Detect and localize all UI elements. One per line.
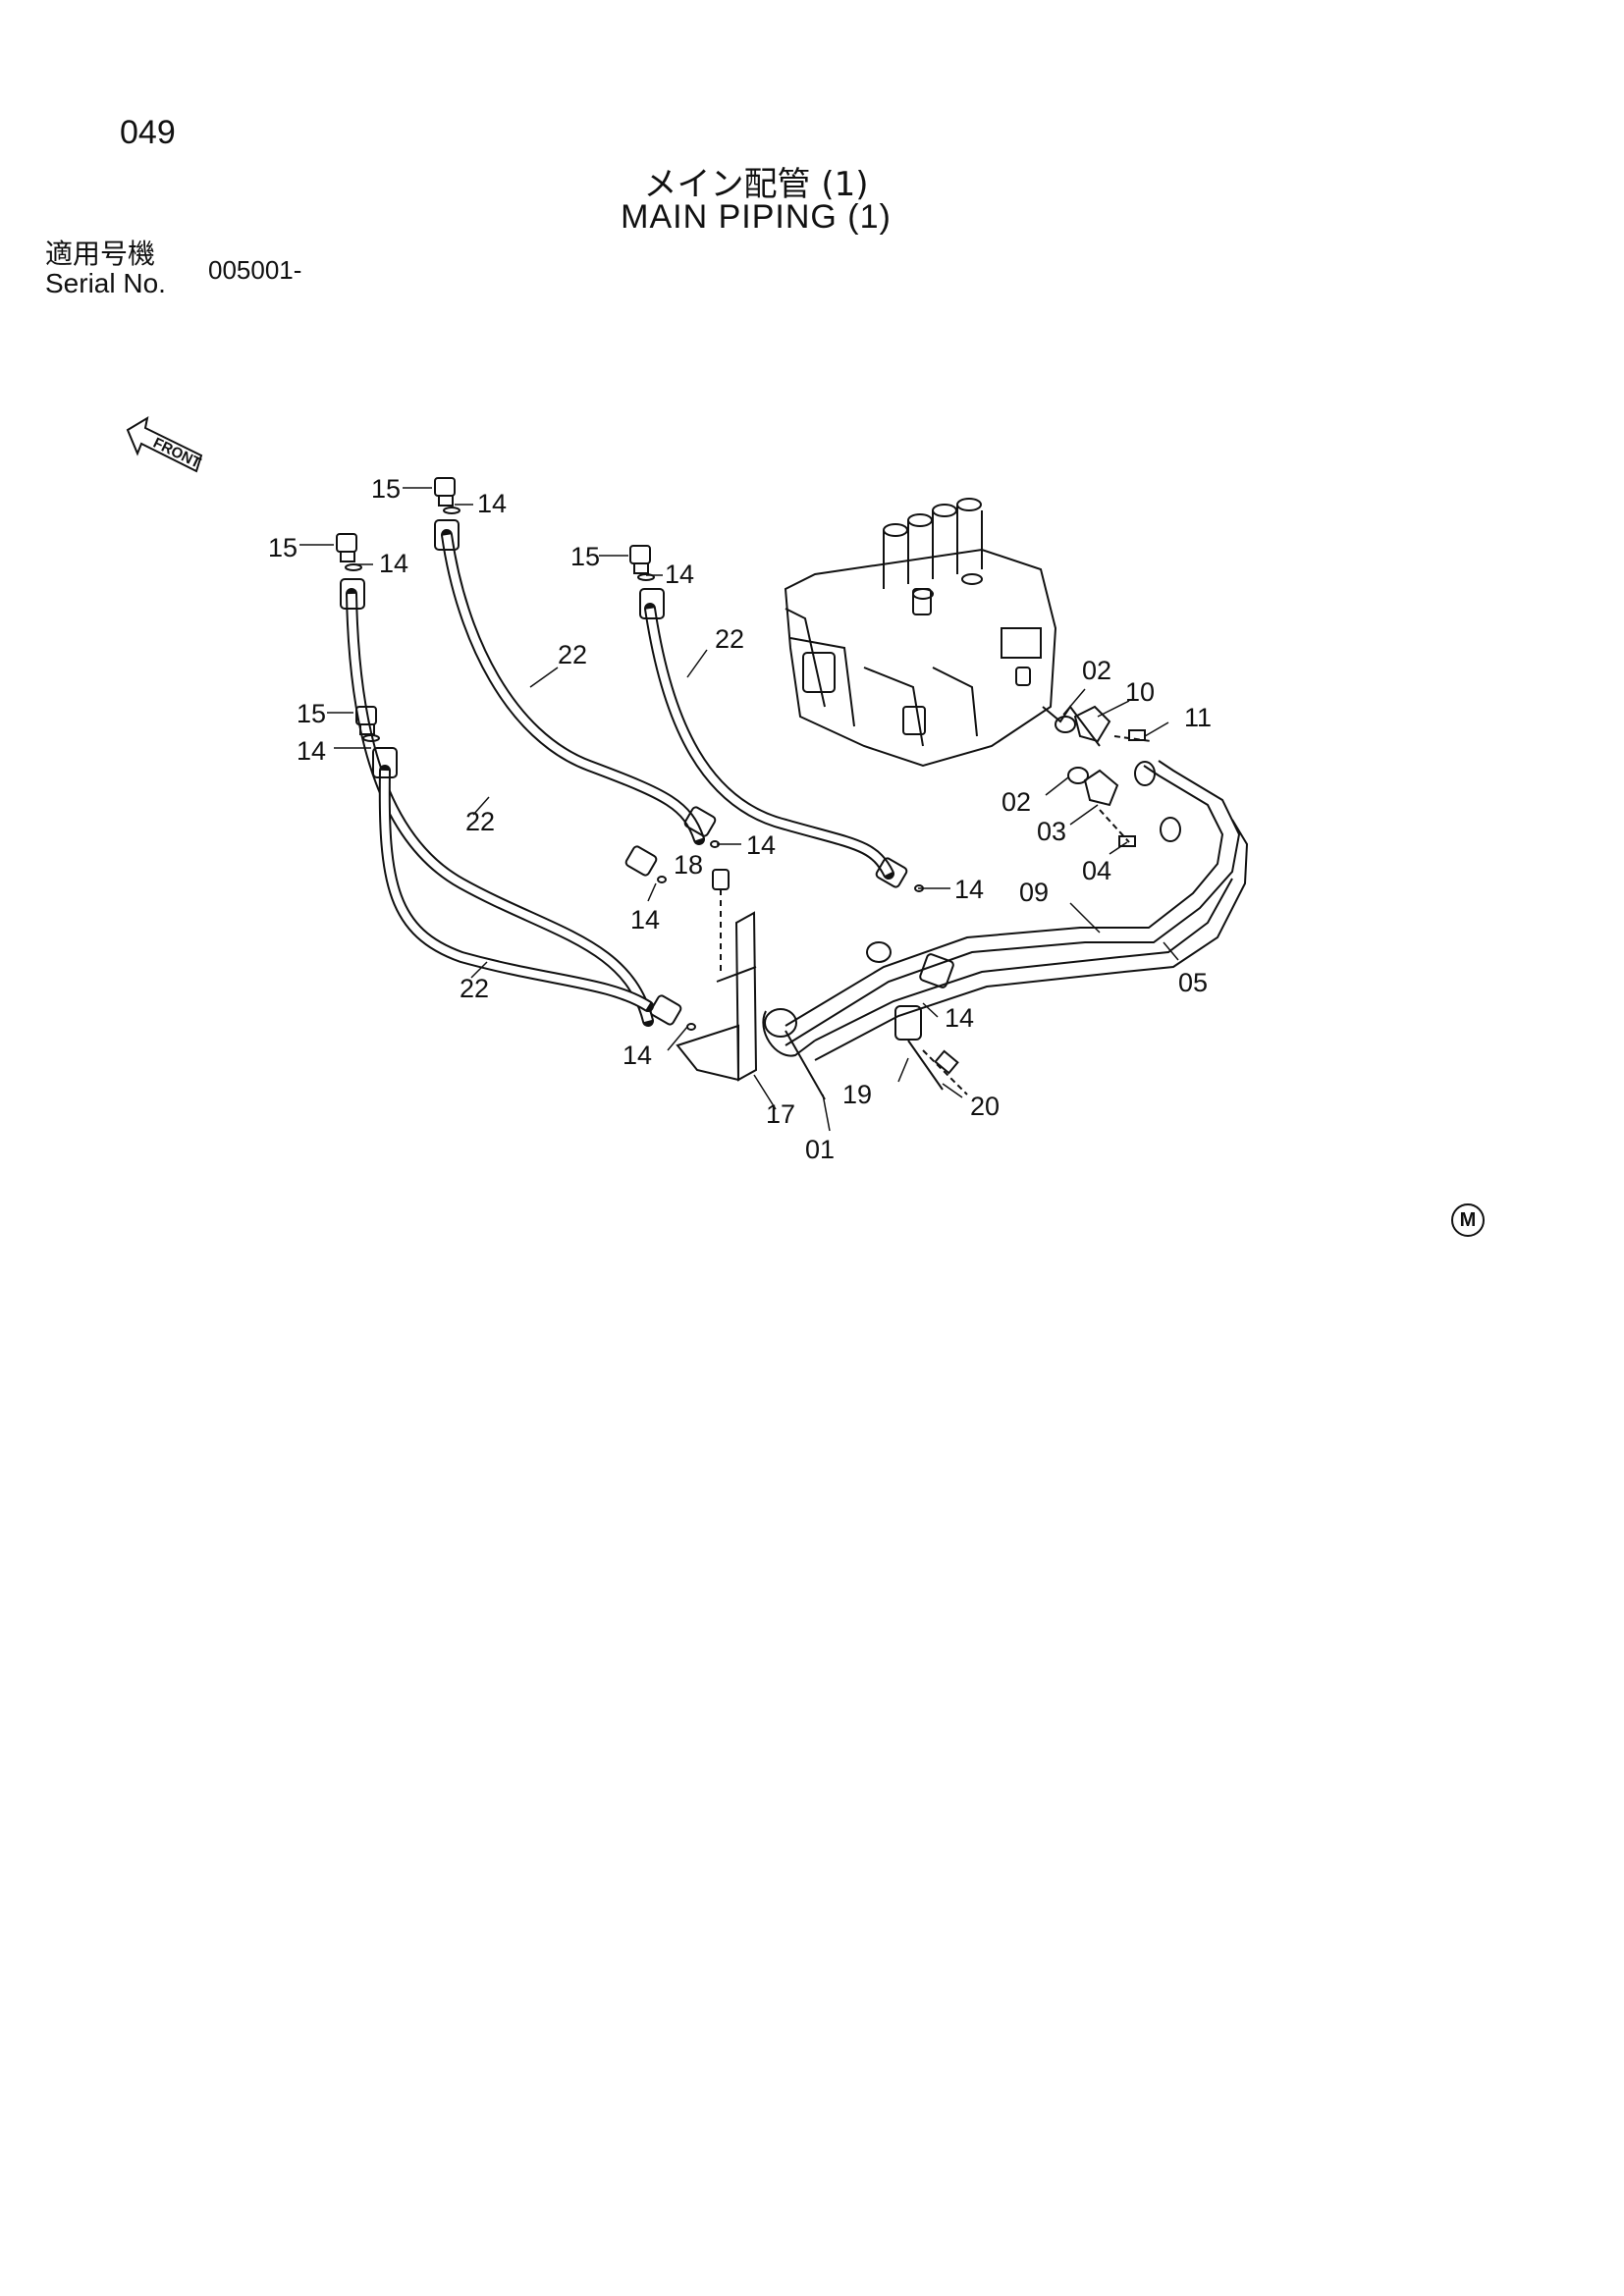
serial-value: 005001- [208, 255, 302, 285]
part-label: 04 [1082, 856, 1111, 885]
part-label: 15 [268, 533, 298, 562]
part-labels: 15 14 15 14 15 14 15 14 22 22 22 22 14 1… [268, 474, 1212, 1164]
title-english: MAIN PIPING (1) [621, 198, 892, 236]
part-label: 02 [1001, 787, 1031, 817]
corner-mark: M [1451, 1203, 1485, 1237]
front-arrow: FRONT [126, 415, 203, 473]
part-label: 18 [674, 850, 703, 880]
title-japanese: メイン配管 (1) [643, 165, 869, 204]
part-label: 14 [623, 1041, 652, 1070]
part-label: 14 [954, 875, 984, 904]
part-label: 22 [460, 974, 489, 1003]
part-label: 14 [630, 905, 660, 934]
part-label: 05 [1178, 968, 1208, 997]
part-label: 15 [570, 542, 600, 571]
part-label: 17 [766, 1099, 795, 1129]
part-label: 14 [297, 736, 326, 766]
front-arrow-label: FRONT [150, 435, 203, 472]
part-label: 03 [1037, 817, 1066, 846]
part-label: 01 [805, 1135, 835, 1164]
bracket [676, 869, 758, 1082]
part-label: 22 [465, 807, 495, 836]
part-label: 14 [379, 549, 408, 578]
part-label: 11 [1184, 703, 1212, 732]
part-label: 10 [1125, 677, 1155, 707]
hoses [346, 529, 894, 1027]
part-label: 15 [371, 474, 401, 504]
part-label: 14 [665, 560, 694, 589]
part-label: 14 [477, 489, 507, 518]
serial-label-jp: 適用号機 [45, 239, 156, 269]
control-valve-block [784, 498, 1057, 768]
serial-label: 適用号機 Serial No. [45, 240, 166, 298]
page-number: 049 [120, 114, 176, 151]
serial-label-en: Serial No. [45, 268, 166, 298]
fittings [336, 477, 924, 1031]
part-label: 09 [1019, 878, 1049, 907]
part-label: 20 [970, 1092, 1000, 1121]
part-label: 14 [746, 830, 776, 860]
part-label: 22 [715, 624, 744, 654]
flanges [922, 705, 1152, 1095]
pipes [762, 760, 1249, 1100]
part-label: 02 [1082, 656, 1111, 685]
part-label: 14 [945, 1003, 974, 1033]
part-label: 15 [297, 699, 326, 728]
part-label: 19 [842, 1080, 872, 1109]
part-label: 22 [558, 640, 587, 669]
leader-lines [299, 487, 1179, 1132]
